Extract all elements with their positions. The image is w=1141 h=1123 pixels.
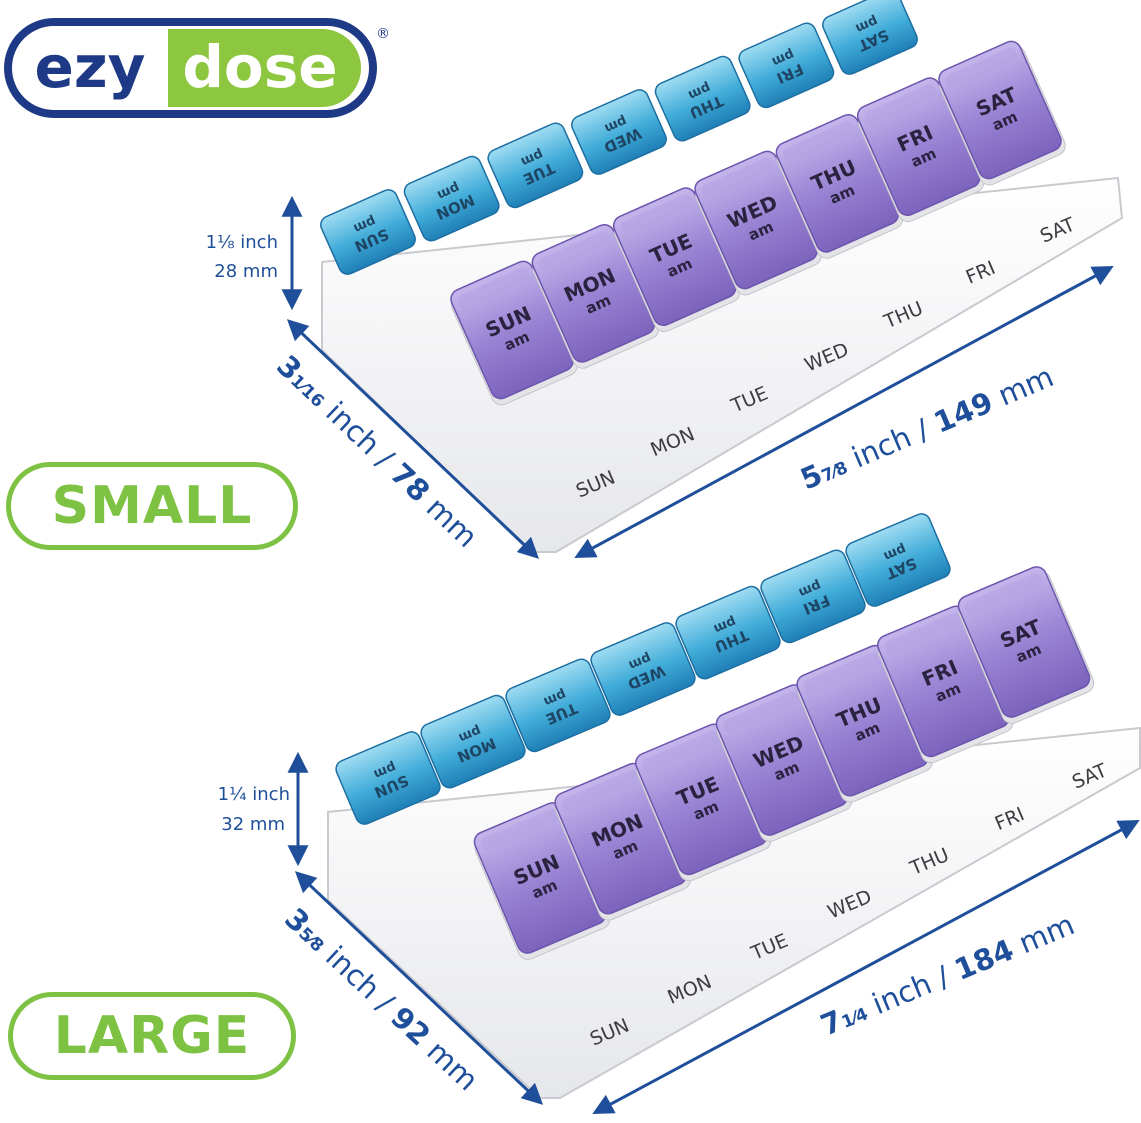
large-organizer: SUNMONTUEWEDTHUFRISATSUNpmMONpmTUEpmWEDp… xyxy=(327,513,1141,1099)
large-height-mm: 32 mm xyxy=(221,814,285,835)
small-organizer: SUNMONTUEWEDTHUFRISATSUNpmMONpmTUEpmWEDp… xyxy=(318,0,1124,553)
logo-word-ezy: ezy xyxy=(35,33,146,101)
small-height-mm: 28 mm xyxy=(214,261,278,282)
small-depth-arrow xyxy=(286,319,540,559)
size-label-large: LARGE xyxy=(8,992,296,1080)
large-width-arrow xyxy=(592,820,1140,1114)
small-height-inch: 1⅛ inch xyxy=(206,232,278,253)
logo-word-dose: dose xyxy=(182,33,337,101)
logo-registered-mark: ® xyxy=(376,26,390,42)
large-height-inch: 1¼ inch xyxy=(218,784,290,805)
large-depth-arrow xyxy=(294,871,544,1105)
logo-green-panel xyxy=(168,29,361,107)
ezy-dose-logo: ezy dose ® xyxy=(4,18,390,118)
size-label-small: SMALL xyxy=(6,462,298,550)
small-width-arrow xyxy=(574,266,1114,558)
